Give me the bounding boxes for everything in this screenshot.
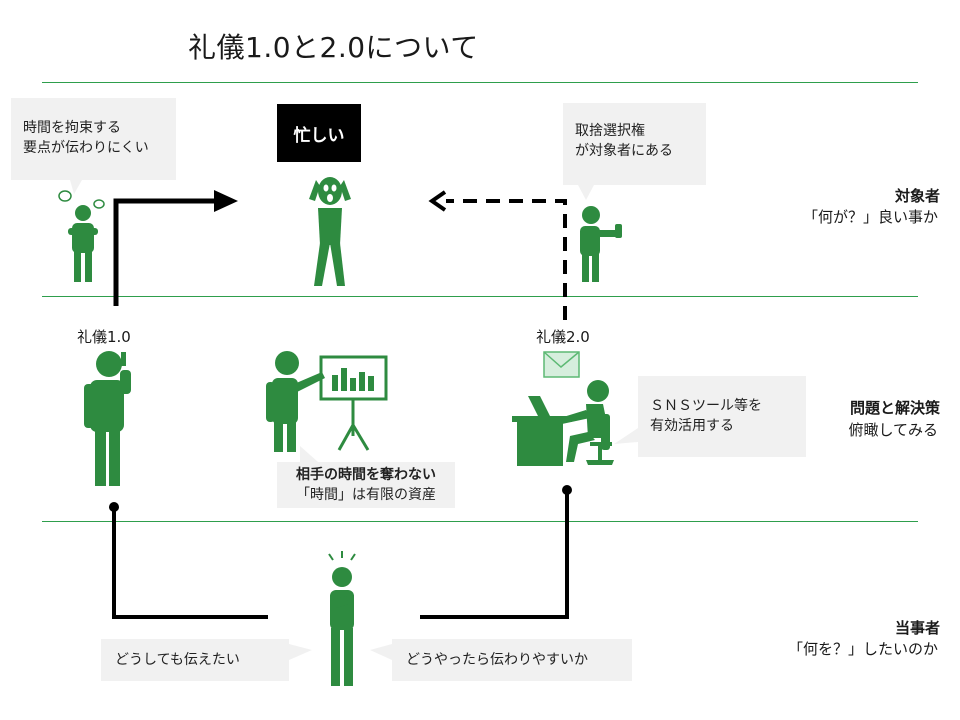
side-problem-title: 問題と解決策 <box>849 399 940 417</box>
arrow-v2-head <box>428 190 447 212</box>
bubble-time-bind-tail <box>70 180 82 194</box>
bubble-how-convey: どうやったら伝わりやすいか <box>392 639 632 681</box>
divider-middle <box>42 296 918 297</box>
connector-right <box>420 490 569 619</box>
page-title: 礼儀1.0と2.0について <box>188 31 479 64</box>
thinking-person-icon <box>58 190 105 282</box>
bubble-dont-steal-title: 相手の時間を奪わない <box>296 467 436 483</box>
phone-person-icon <box>84 351 131 486</box>
label-v2: 礼儀2.0 <box>536 328 590 346</box>
bubble-sns: ＳＮＳツール等を 有効活用する <box>638 376 806 457</box>
bubble-want-convey-tail <box>289 644 312 660</box>
worried-person-icon <box>328 551 356 686</box>
bubble-how-convey-text: どうやったら伝わりやすいか <box>406 652 588 668</box>
bubble-dont-steal-tail <box>300 446 318 462</box>
presenter-icon <box>266 351 325 452</box>
bubble-want-convey: どうしても伝えたい <box>101 639 289 681</box>
bubble-want-convey-text: どうしても伝えたい <box>115 652 240 668</box>
bubble-sns-line1: ＳＮＳツール等を <box>650 398 762 414</box>
arrow-v2-path <box>446 199 567 320</box>
shocked-person-icon <box>309 177 351 286</box>
side-target-title: 対象者 <box>894 187 940 205</box>
arrow-v1-path <box>113 198 220 306</box>
bubble-choice: 取捨選択権 が対象者にある <box>563 103 706 185</box>
connector-left-dot <box>109 502 119 512</box>
connector-left <box>112 507 268 619</box>
busy-box: 忙しい <box>277 104 361 162</box>
side-problem-sub: 俯瞰してみる <box>848 421 938 439</box>
mail-icon <box>543 351 580 378</box>
bubble-time-bind-line2: 要点が伝わりにくい <box>23 140 149 156</box>
thumbs-up-person-icon <box>580 206 622 282</box>
bubble-sns-line2: 有効活用する <box>650 418 734 434</box>
arrow-v1-head <box>214 190 238 212</box>
bubble-choice-line2: が対象者にある <box>575 143 673 159</box>
bubble-sns-tail <box>614 428 638 444</box>
bubble-time-bind: 時間を拘束する 要点が伝わりにくい <box>11 98 176 180</box>
divider-top <box>42 82 918 83</box>
presentation-board-icon <box>319 355 388 451</box>
connector-right-dot <box>562 485 572 495</box>
label-v1: 礼儀1.0 <box>77 328 131 346</box>
desk-worker-icon <box>512 380 614 466</box>
side-target-sub: 「何が？」良い事か <box>802 208 938 226</box>
bubble-choice-tail <box>578 185 594 200</box>
bubble-how-convey-tail <box>370 644 392 660</box>
divider-bottom <box>42 521 918 522</box>
side-self-sub: 「何を？」したいのか <box>787 640 938 658</box>
bubble-time-bind-line1: 時間を拘束する <box>23 120 121 136</box>
bubble-choice-line1: 取捨選択権 <box>575 123 645 139</box>
bubble-dont-steal: 相手の時間を奪わない 「時間」は有限の資産 <box>277 462 455 508</box>
side-self-title: 当事者 <box>894 619 940 637</box>
bubble-dont-steal-sub: 「時間」は有限の資産 <box>296 487 436 503</box>
